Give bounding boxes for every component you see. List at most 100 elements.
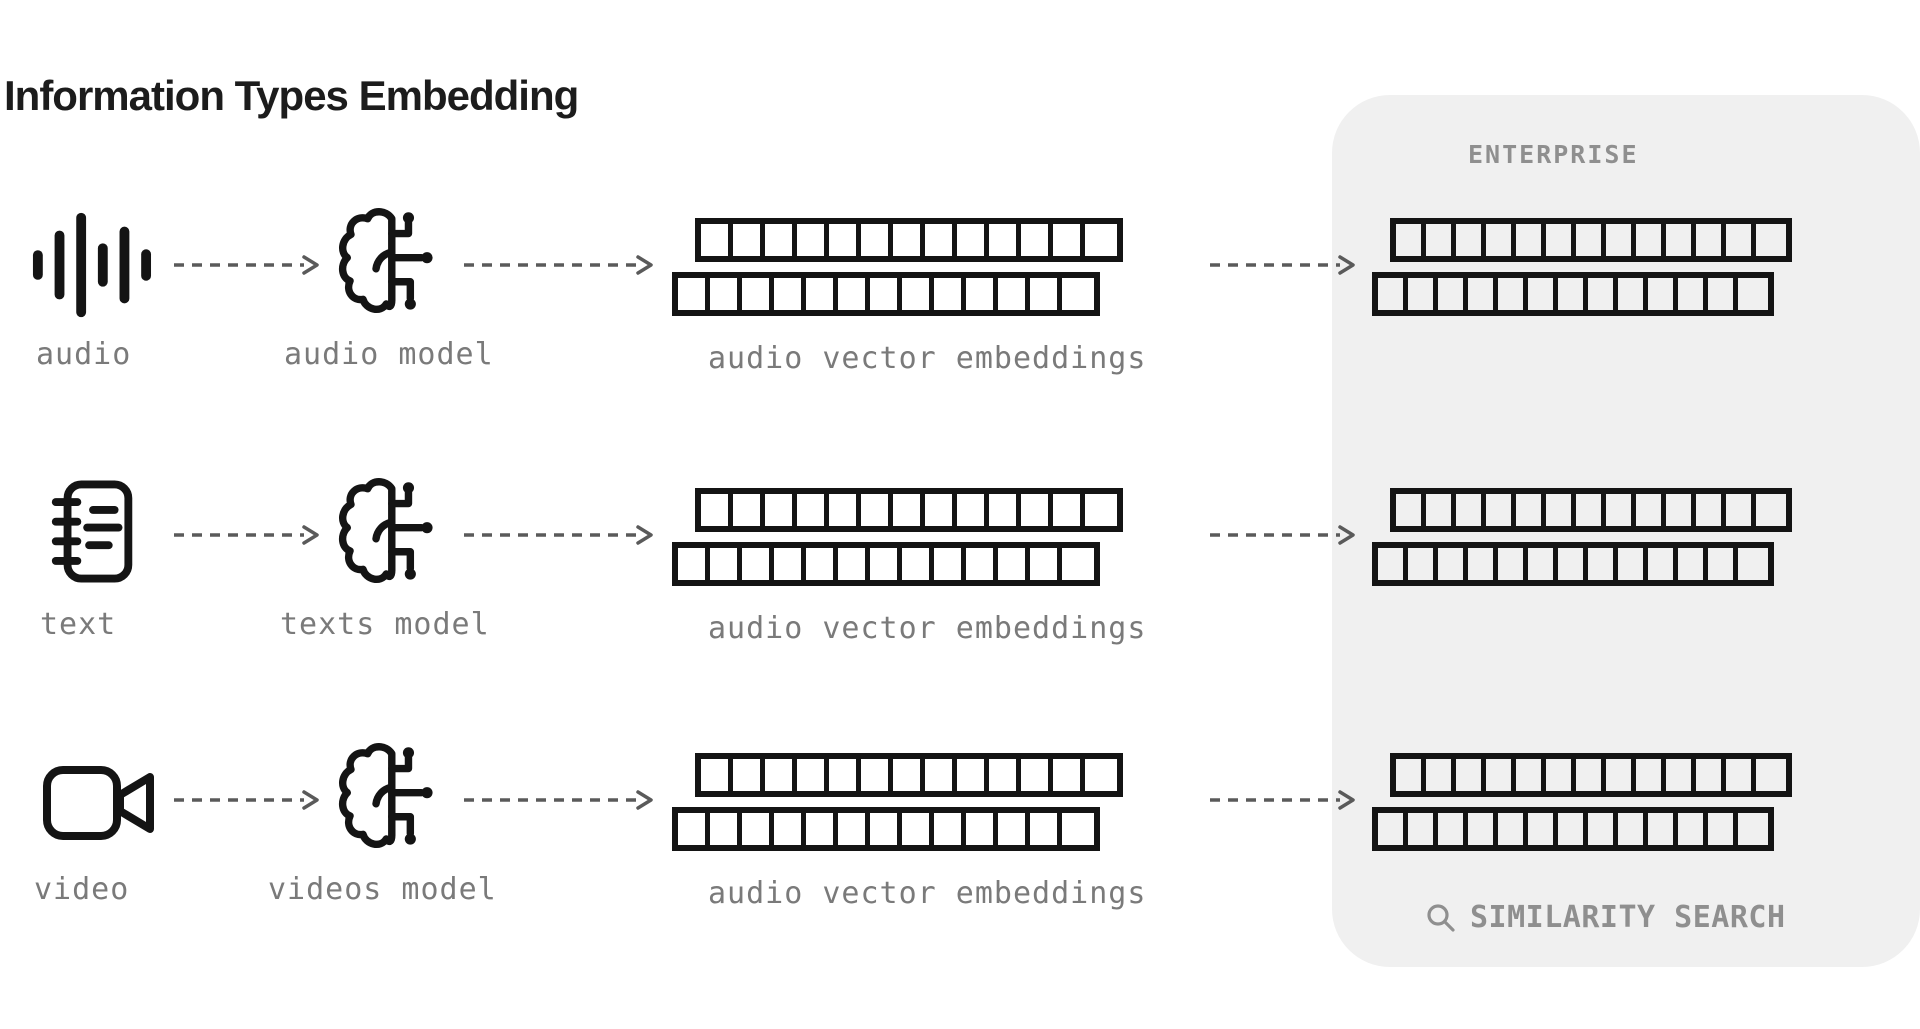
vector-cell <box>1636 494 1666 526</box>
vector-cell <box>710 278 742 310</box>
vector-cell <box>1756 224 1786 256</box>
vector-cell <box>1738 278 1768 310</box>
vector-embedding-bar <box>695 753 1123 797</box>
vector-cell <box>1648 548 1678 580</box>
vector-cell <box>934 813 966 845</box>
vector-cell <box>1378 548 1408 580</box>
vector-cell <box>925 494 957 526</box>
vector-cell <box>1708 548 1738 580</box>
vector-cell <box>710 813 742 845</box>
vector-cell <box>1678 278 1708 310</box>
vector-cell <box>1558 548 1588 580</box>
vector-cell <box>1426 224 1456 256</box>
embedding-caption: audio vector embeddings <box>708 876 1147 911</box>
vector-cell <box>1030 813 1062 845</box>
vector-cell <box>1648 278 1678 310</box>
vector-embedding-bar <box>695 218 1123 262</box>
page-title: Information Types Embedding <box>4 72 579 119</box>
vector-cell <box>1678 548 1708 580</box>
vector-cell <box>1396 494 1426 526</box>
vector-cell <box>1726 494 1756 526</box>
vector-cell <box>806 278 838 310</box>
vector-cell <box>925 224 957 256</box>
vector-cell <box>1726 759 1756 791</box>
vector-cell <box>1516 494 1546 526</box>
vector-cell <box>1021 494 1053 526</box>
vector-cell <box>710 548 742 580</box>
vector-cell <box>1378 813 1408 845</box>
dashed-arrow-icon <box>464 525 653 545</box>
vector-cell <box>1696 224 1726 256</box>
vector-cell <box>1486 494 1516 526</box>
vector-cell <box>1546 224 1576 256</box>
vector-cell <box>1666 494 1696 526</box>
vector-cell <box>1085 224 1117 256</box>
vector-cell <box>893 759 925 791</box>
vector-cell <box>1576 494 1606 526</box>
vector-cell <box>1053 759 1085 791</box>
source-label: audio <box>36 337 132 372</box>
vector-embedding-bar <box>672 542 1100 586</box>
enterprise-vector-bar <box>1390 218 1792 262</box>
vector-cell <box>678 813 710 845</box>
vector-embedding-bar <box>695 488 1123 532</box>
dashed-arrow-icon <box>1210 790 1355 810</box>
vector-cell <box>1618 278 1648 310</box>
vector-cell <box>701 224 733 256</box>
audio-waveform-icon <box>32 212 152 318</box>
vector-cell <box>925 759 957 791</box>
vector-cell <box>1085 759 1117 791</box>
source-label: video <box>34 872 130 907</box>
vector-cell <box>998 548 1030 580</box>
vector-cell <box>1498 278 1528 310</box>
dashed-arrow-icon <box>174 790 319 810</box>
vector-cell <box>765 224 797 256</box>
vector-cell <box>1030 278 1062 310</box>
dashed-arrow-icon <box>464 790 653 810</box>
vector-cell <box>774 813 806 845</box>
enterprise-vector-bar <box>1390 753 1792 797</box>
vector-cell <box>998 813 1030 845</box>
vector-cell <box>806 548 838 580</box>
model-label: texts model <box>280 607 490 642</box>
vector-cell <box>1738 813 1768 845</box>
vector-cell <box>1738 548 1768 580</box>
vector-cell <box>870 813 902 845</box>
vector-cell <box>1678 813 1708 845</box>
vector-cell <box>733 494 765 526</box>
similarity-search-label: SIMILARITY SEARCH <box>1470 900 1786 935</box>
vector-cell <box>774 548 806 580</box>
video-camera-icon <box>43 766 154 840</box>
vector-cell <box>1588 278 1618 310</box>
vector-cell <box>742 813 774 845</box>
brain-circuit-icon <box>338 478 433 584</box>
vector-cell <box>1636 759 1666 791</box>
vector-cell <box>1030 548 1062 580</box>
vector-cell <box>765 494 797 526</box>
vector-cell <box>1516 224 1546 256</box>
vector-cell <box>701 494 733 526</box>
vector-cell <box>1438 548 1468 580</box>
vector-cell <box>1062 278 1094 310</box>
vector-cell <box>1588 548 1618 580</box>
vector-cell <box>1696 759 1726 791</box>
dashed-arrow-icon <box>1210 255 1355 275</box>
vector-cell <box>838 548 870 580</box>
magnifier-icon <box>1427 903 1455 932</box>
vector-cell <box>838 278 870 310</box>
vector-cell <box>966 278 998 310</box>
embedding-caption: audio vector embeddings <box>708 341 1147 376</box>
vector-cell <box>989 494 1021 526</box>
vector-cell <box>902 278 934 310</box>
vector-cell <box>1546 494 1576 526</box>
vector-cell <box>678 548 710 580</box>
vector-cell <box>1062 548 1094 580</box>
vector-cell <box>806 813 838 845</box>
vector-cell <box>934 548 966 580</box>
vector-cell <box>1618 813 1648 845</box>
enterprise-vector-bar <box>1390 488 1792 532</box>
vector-cell <box>678 278 710 310</box>
vector-cell <box>1636 224 1666 256</box>
vector-cell <box>797 224 829 256</box>
vector-cell <box>829 759 861 791</box>
